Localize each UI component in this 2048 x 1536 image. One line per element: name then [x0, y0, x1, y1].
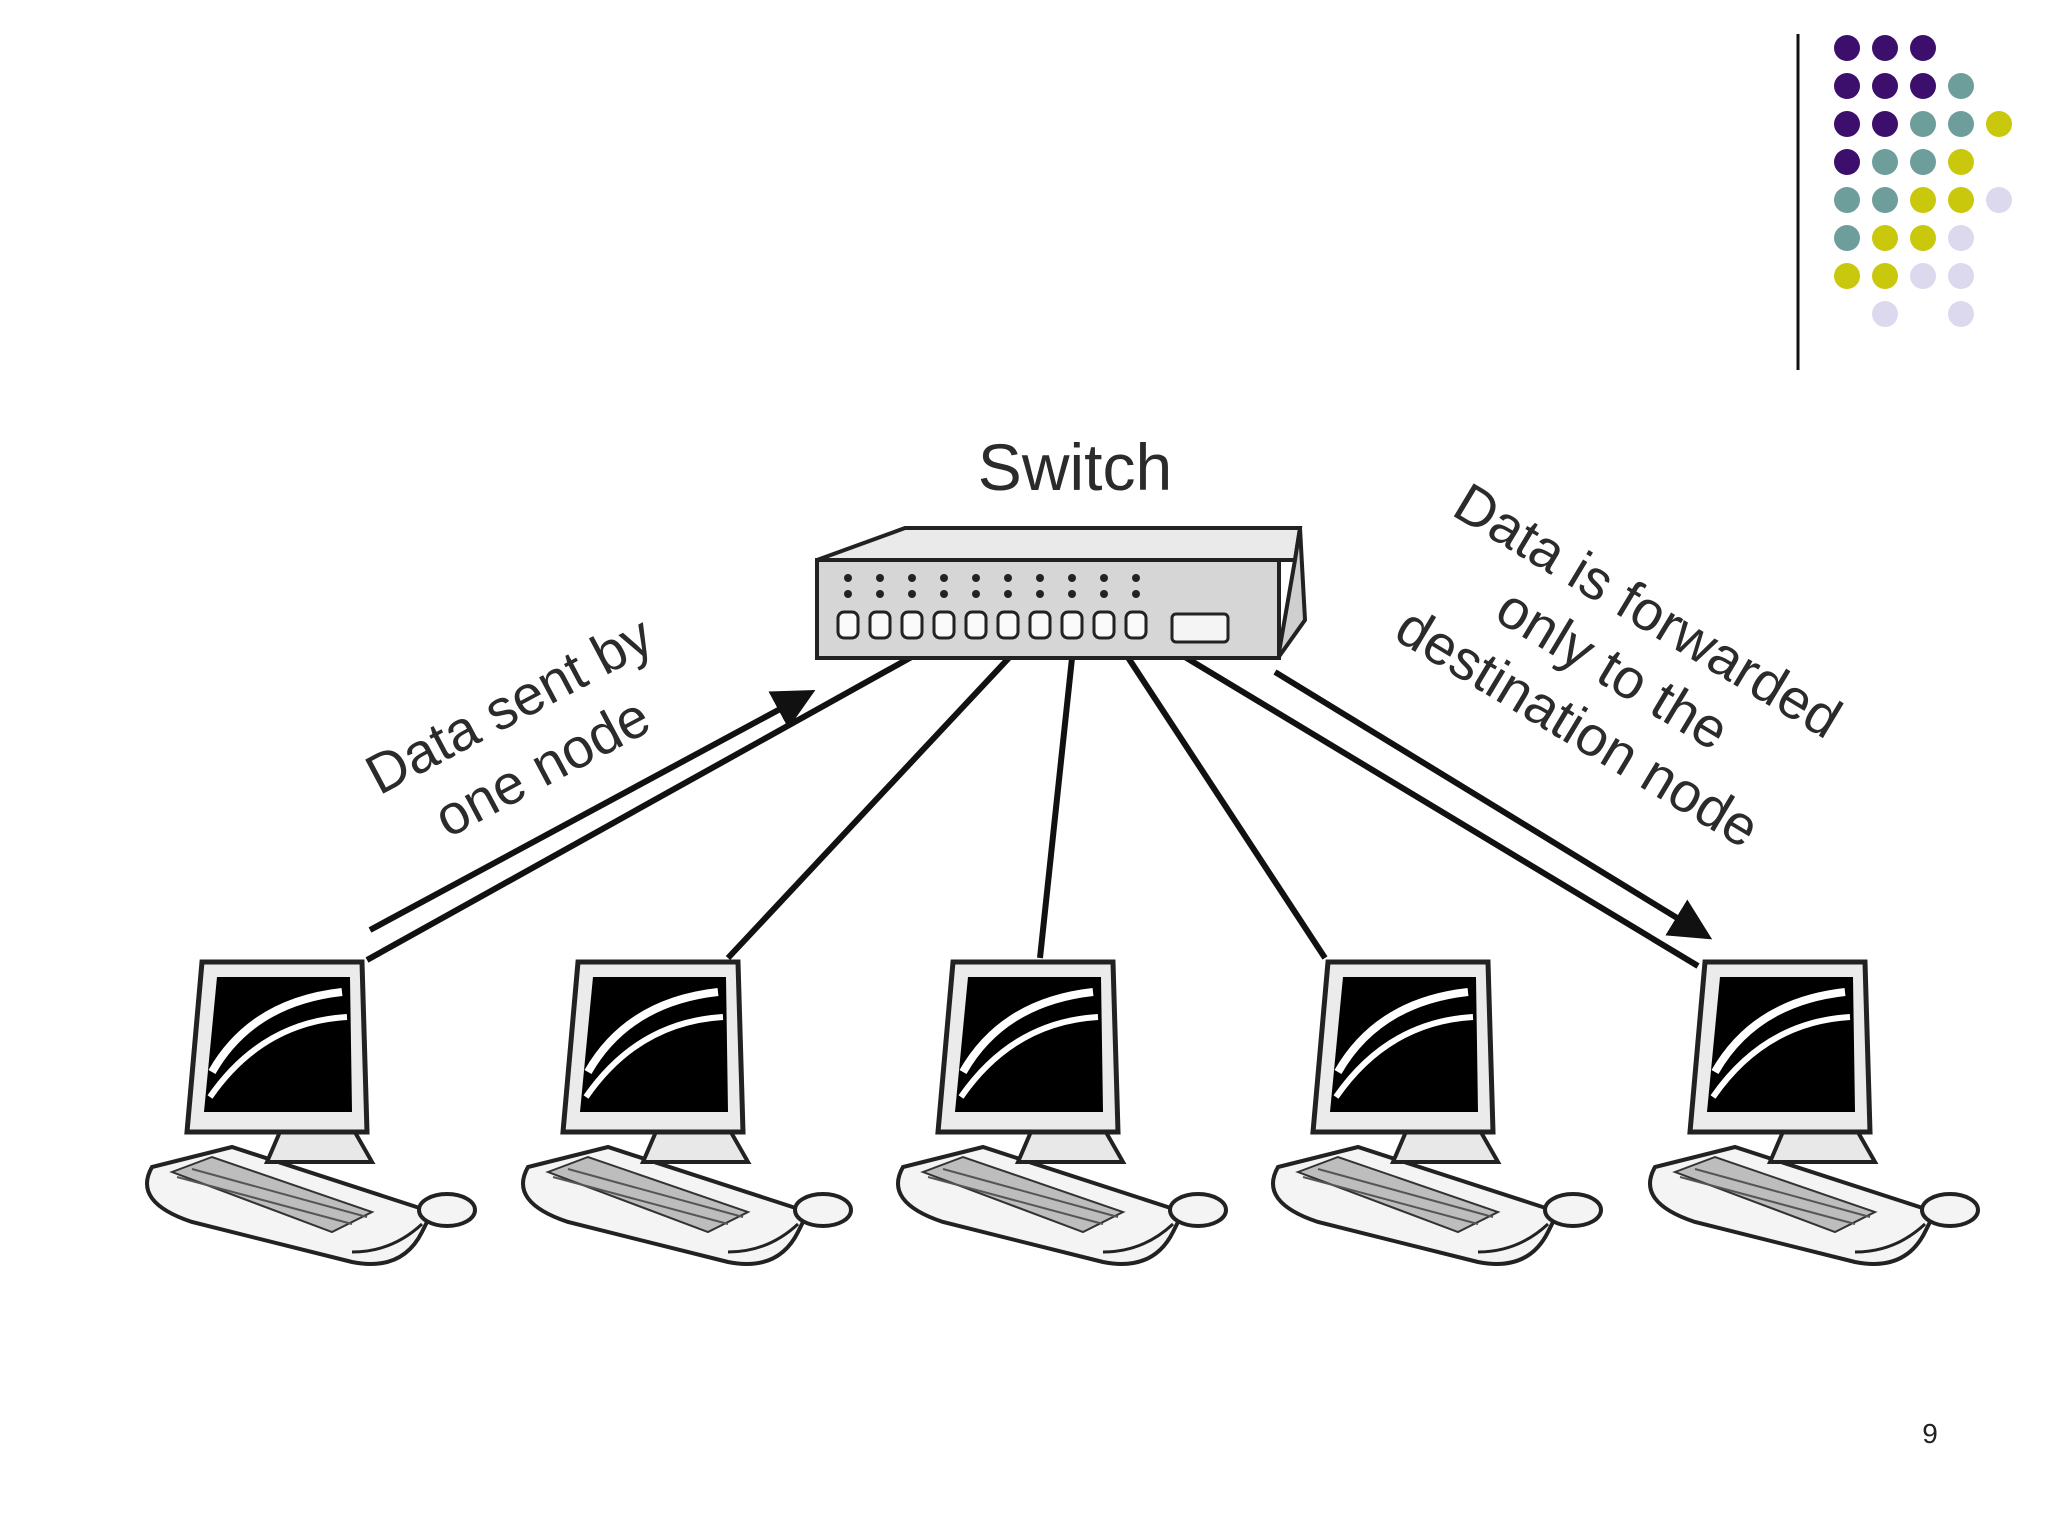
decorative-dot: [1910, 263, 1936, 289]
decorative-dot: [1872, 73, 1898, 99]
switch-label: Switch: [978, 430, 1172, 504]
switch-port-leds: [844, 574, 1140, 598]
cable-3: [1037, 629, 1078, 959]
cable-5: [1138, 627, 1700, 969]
decorative-dot: [1948, 301, 1974, 327]
decorative-dot: [1910, 73, 1936, 99]
sent-label: Data sent by one node: [355, 603, 662, 849]
computer-4: [1273, 962, 1601, 1264]
decorative-dot: [1910, 225, 1936, 251]
decorative-dot: [1986, 111, 2012, 137]
arrow-to-switch: [368, 690, 816, 933]
network-switch: [815, 526, 1308, 660]
decorative-dot: [1948, 111, 1974, 137]
switch-ports: [836, 610, 1148, 640]
decorative-dot: [1910, 187, 1936, 213]
decorative-dot: [1910, 35, 1936, 61]
decorative-dot: [1872, 149, 1898, 175]
decorative-dot: [1834, 187, 1860, 213]
decorative-dot: [1834, 73, 1860, 99]
cable-2: [725, 627, 1038, 961]
decorative-dot: [1872, 225, 1898, 251]
decorative-dot: [1872, 187, 1898, 213]
cable-4: [1107, 628, 1328, 960]
decorative-dot: [1834, 111, 1860, 137]
decorative-dot: [1948, 225, 1974, 251]
decorative-dot: [1872, 35, 1898, 61]
uplink-port: [1170, 612, 1230, 644]
arrow-to-destination: [1273, 669, 1713, 940]
decorative-dot: [1834, 225, 1860, 251]
decorative-dot: [1948, 149, 1974, 175]
computer-3: [898, 962, 1226, 1264]
computers: [147, 962, 1978, 1264]
computer-2: [523, 962, 851, 1264]
decorative-dot: [1948, 73, 1974, 99]
decorative-dot: [1834, 35, 1860, 61]
decorative-dot: [1872, 301, 1898, 327]
decorative-dot: [1910, 111, 1936, 137]
decorative-dot: [1872, 111, 1898, 137]
decorative-dot: [1948, 263, 1974, 289]
decorative-dot: [1986, 187, 2012, 213]
forwarded-label: Data is forwarded only to the destinatio…: [1386, 470, 1853, 859]
decorative-dot: [1872, 263, 1898, 289]
page-number: 9: [1922, 1418, 1938, 1449]
decorative-dot: [1910, 149, 1936, 175]
decorative-dot: [1834, 149, 1860, 175]
decorative-dot-grid: [1796, 34, 2012, 370]
cable-1: [365, 627, 962, 963]
computer-1: [147, 962, 475, 1264]
cables: [365, 627, 1700, 969]
computer-5: [1650, 962, 1978, 1264]
decorative-dot: [1834, 263, 1860, 289]
decorative-dot: [1948, 187, 1974, 213]
